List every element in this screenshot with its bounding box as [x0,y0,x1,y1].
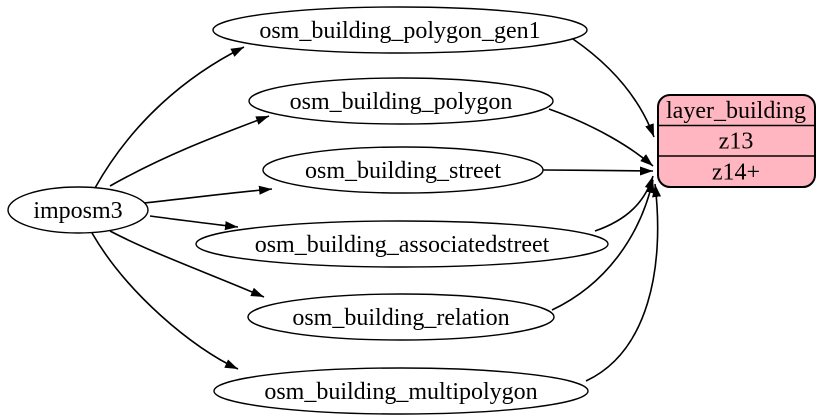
node-layer-building: layer_building z13 z14+ [657,94,816,188]
edge-group [91,38,662,382]
edge-imposm3-to-polygon [109,115,270,187]
edge-associatedstreet-to-z14 [594,175,654,232]
layer-building-row-z14: z14+ [712,160,760,186]
node-imposm3: imposm3 [7,186,149,234]
node-osm-building-relation: osm_building_relation [247,293,555,341]
edge-polygon-gen1-to-z13 [572,38,655,138]
node-osm-building-associatedstreet-label: osm_building_associatedstreet [255,232,550,258]
node-osm-building-relation-label: osm_building_relation [292,305,509,331]
edge-polygon-to-z14 [548,108,654,167]
edge-imposm3-to-street [143,185,273,204]
node-osm-building-multipolygon-ellipse [213,367,589,415]
edge-street-to-z14 [542,166,654,176]
node-osm-building-multipolygon-label: osm_building_multipolygon [264,379,537,405]
edge-imposm3-to-associatedstreet [149,215,239,231]
node-osm-building-polygon-label: osm_building_polygon [290,89,513,115]
node-osm-building-polygon-gen1: osm_building_polygon_gen1 [212,6,588,54]
node-osm-building-street: osm_building_street [262,146,544,194]
edge-imposm3-to-polygon-gen1 [94,46,245,189]
node-osm-building-polygon-ellipse [248,77,554,125]
node-osm-building-polygon-gen1-ellipse [212,6,588,54]
layer-building-title: layer_building [666,98,806,124]
edge-multipolygon-to-z14 [585,183,662,382]
layer-building-box [657,94,816,188]
node-osm-building-relation-ellipse [247,293,555,341]
node-osm-building-street-ellipse [262,146,544,194]
node-osm-building-street-label: osm_building_street [305,158,501,184]
node-osm-building-associatedstreet-ellipse [195,220,609,268]
edge-relation-to-z14 [551,179,655,311]
node-osm-building-polygon-gen1-label: osm_building_polygon_gen1 [259,18,540,44]
layer-building-row-z13: z13 [719,129,754,155]
edge-imposm3-to-multipolygon [91,232,239,370]
node-imposm3-ellipse [7,186,149,234]
node-imposm3-label: imposm3 [33,198,122,224]
edge-imposm3-to-relation [109,230,265,298]
node-osm-building-polygon: osm_building_polygon [248,77,554,125]
node-osm-building-associatedstreet: osm_building_associatedstreet [195,220,609,268]
node-osm-building-multipolygon: osm_building_multipolygon [213,367,589,415]
